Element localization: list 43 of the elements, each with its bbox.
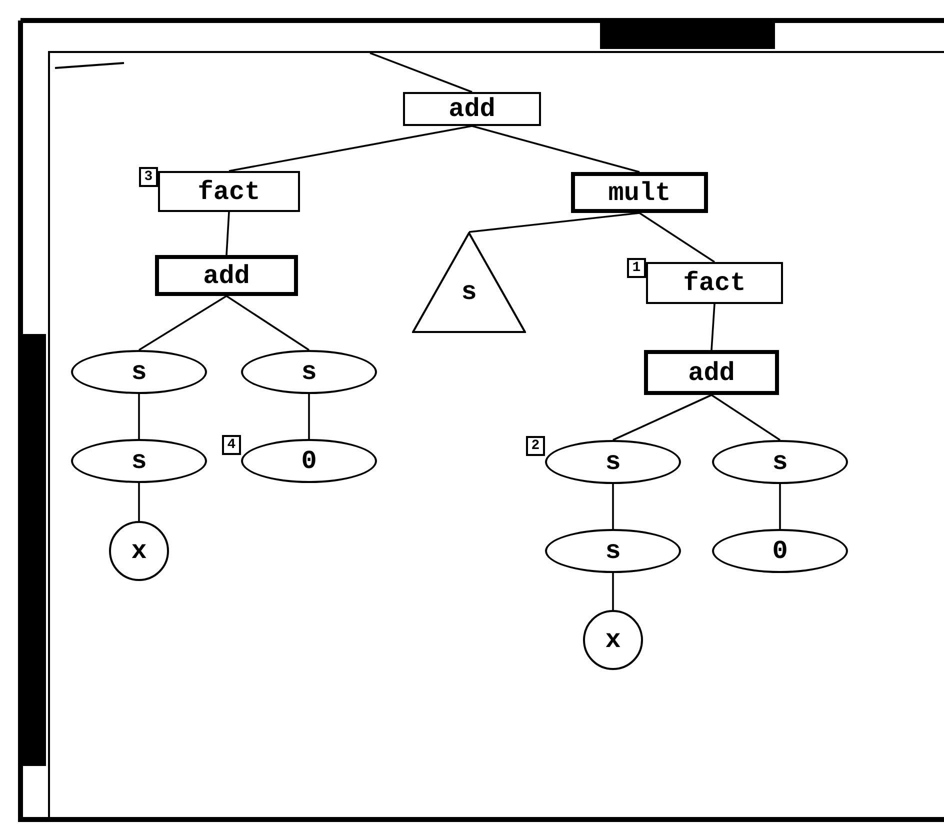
node-label: 0 [301,448,317,474]
node-label: add [688,360,735,386]
tree-edge [138,295,227,351]
tree-edge [370,52,472,93]
node-label: fact [683,270,746,296]
callout-number: 3 [139,167,158,187]
tree-edge [612,484,614,529]
node-label: s [605,449,621,475]
node-label: mult [608,180,671,206]
highlighted-node-box [571,172,708,213]
tree-edge [468,212,640,233]
tree-edge [308,394,310,439]
node-label: s [131,448,147,474]
tree-edge [710,304,716,350]
highlighted-node-box [155,255,298,296]
tree-edge [612,394,712,441]
node-label: s [301,359,317,385]
node-label: s [461,278,477,304]
node-label: s [131,359,147,385]
tree-edge [779,484,781,529]
tree-edge [612,573,614,610]
tree-node-box [403,92,541,126]
node-label: add [448,96,496,122]
tree-edge [711,394,780,441]
tree-edge [472,125,640,173]
callout-number: 4 [222,435,241,455]
node-label: 0 [772,538,788,564]
node-label: add [203,262,250,288]
node-label: s [772,449,788,475]
node-label: x [605,627,621,653]
node-label: fact [198,178,260,204]
tree-edge [226,212,230,256]
node-label: s [605,538,621,564]
tree-edge [138,483,140,521]
tree-edge [228,125,472,172]
highlighted-node-box [644,350,779,395]
tree-edge [138,394,140,439]
node-label: x [131,538,147,564]
tree-edge [226,295,310,351]
subtree-triangle [412,232,526,333]
tree-edge [639,212,715,263]
callout-number: 1 [627,258,646,278]
callout-number: 2 [526,436,545,456]
